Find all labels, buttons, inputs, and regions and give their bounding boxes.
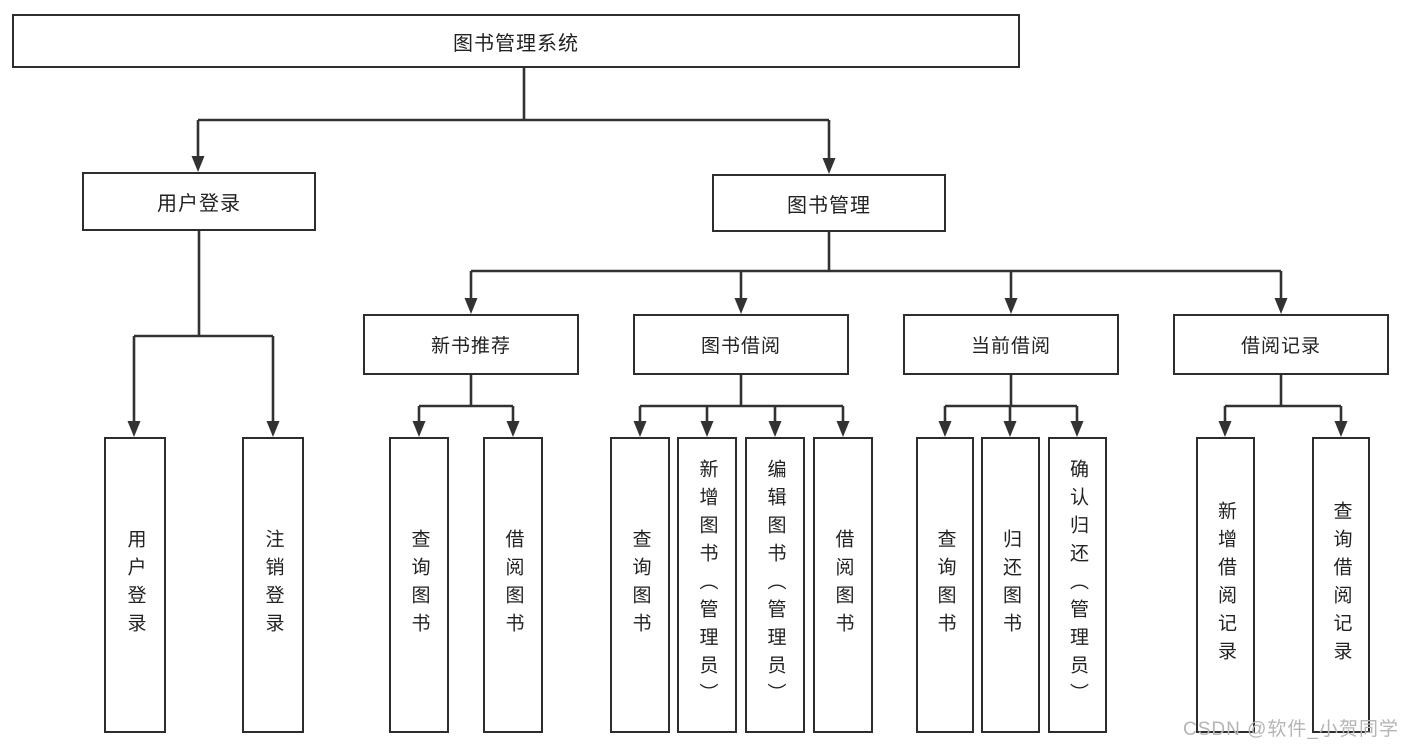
connector-new-books-to-leaves — [417, 375, 515, 423]
arrow-icon — [464, 298, 478, 314]
arrow-icon — [822, 158, 836, 174]
leaf-label: 查询借阅记录 — [1330, 501, 1352, 669]
arrow-icon — [633, 421, 647, 437]
leaf-add-borrow-record: 新增借阅记录 — [1196, 437, 1255, 733]
leaf-borrow-books-recommend: 借阅图书 — [483, 437, 543, 733]
connector-current-borrow-to-leaves — [943, 375, 1079, 423]
leaf-query-borrow-record: 查询借阅记录 — [1312, 437, 1370, 733]
connector-user-login-to-leaves — [132, 231, 275, 423]
leaf-return-book: 归还图书 — [981, 437, 1040, 733]
leaf-add-book-admin: 新增图书（管理员） — [677, 437, 737, 733]
arrow-icon — [1070, 421, 1084, 437]
leaf-label: 新增借阅记录 — [1215, 501, 1236, 669]
leaf-label: 注销登录 — [262, 529, 284, 641]
arrow-icon — [1218, 421, 1232, 437]
connector-borrow-records-to-leaves — [1223, 375, 1343, 423]
leaf-label: 用户登录 — [124, 529, 146, 641]
connector-book-management-to-level3 — [469, 232, 1283, 300]
connector-book-borrow-to-leaves — [638, 375, 845, 423]
leaf-label: 确认归还（管理员） — [1067, 459, 1088, 711]
node-book-management-branch: 图书管理 — [712, 174, 946, 232]
arrow-icon — [938, 421, 952, 437]
node-borrowing-records: 借阅记录 — [1173, 314, 1389, 375]
arrow-icon — [1334, 421, 1348, 437]
leaf-label: 查询图书 — [934, 529, 956, 641]
leaf-query-books-borrow: 查询图书 — [610, 437, 670, 733]
leaf-label: 借阅图书 — [832, 529, 854, 641]
arrow-icon — [1004, 298, 1018, 314]
node-user-login-branch: 用户登录 — [82, 172, 316, 231]
arrow-icon — [836, 421, 850, 437]
leaf-label: 编辑图书（管理员） — [764, 459, 786, 711]
leaf-label: 借阅图书 — [502, 529, 524, 641]
leaf-borrow-books: 借阅图书 — [813, 437, 873, 733]
arrow-icon — [266, 421, 280, 437]
leaf-edit-book-admin: 编辑图书（管理员） — [745, 437, 805, 733]
arrow-icon — [700, 421, 714, 437]
arrow-icon — [768, 421, 782, 437]
csdn-watermark: CSDN @软件_小贺同学 — [1183, 719, 1399, 740]
node-library-management-system: 图书管理系统 — [12, 14, 1020, 68]
leaf-label: 查询图书 — [408, 529, 430, 641]
connector-root-to-level2 — [196, 68, 831, 160]
leaf-label: 查询图书 — [629, 529, 651, 641]
node-current-borrowing: 当前借阅 — [903, 314, 1119, 375]
leaf-label: 归还图书 — [1000, 529, 1021, 641]
leaf-query-books-current: 查询图书 — [916, 437, 974, 733]
arrow-icon — [1274, 298, 1288, 314]
leaf-label: 新增图书（管理员） — [696, 459, 718, 711]
leaf-query-books-recommend: 查询图书 — [389, 437, 449, 733]
arrow-icon — [506, 421, 520, 437]
leaf-logout: 注销登录 — [242, 437, 304, 733]
arrow-icon — [734, 298, 748, 314]
arrow-icon — [127, 421, 141, 437]
node-new-book-recommendation: 新书推荐 — [363, 314, 579, 375]
leaf-confirm-return-admin: 确认归还（管理员） — [1048, 437, 1107, 733]
arrow-icon — [191, 156, 205, 172]
node-book-borrowing: 图书借阅 — [633, 314, 849, 375]
leaf-user-login: 用户登录 — [104, 437, 166, 733]
arrow-icon — [412, 421, 426, 437]
arrow-icon — [1003, 421, 1017, 437]
